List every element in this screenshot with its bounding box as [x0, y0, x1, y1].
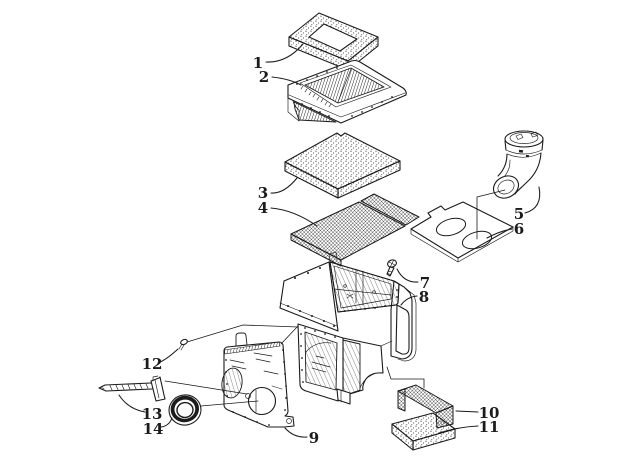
callout-13: 13 [142, 405, 163, 423]
part-14-rubber-grommet [168, 394, 202, 426]
assembly-lines [164, 189, 506, 407]
leader-line-13 [118, 394, 146, 413]
part-2-air-box-cover [287, 59, 407, 124]
leader-line-9 [284, 427, 308, 438]
cover-rivets [296, 67, 393, 117]
leader-line-7 [396, 268, 419, 283]
callout-10: 10 [479, 404, 500, 422]
part-12-mounting-screw [178, 338, 188, 351]
callout-2: 2 [259, 68, 269, 86]
leader-line-5 [524, 186, 541, 214]
part-7-screw [386, 259, 397, 277]
callout-1: 1 [253, 54, 263, 72]
leader-line-11 [438, 425, 479, 434]
part-5-air-intake-boot [492, 130, 544, 199]
callout-7: 7 [420, 274, 430, 292]
line-body-to-screen [386, 366, 425, 389]
callouts: 1 2 3 4 5 6 7 8 9 10 11 12 13 14 [142, 54, 525, 447]
leader-line-10 [455, 410, 479, 413]
leader-line-6 [486, 228, 513, 239]
callout-6: 6 [514, 220, 524, 238]
line-cover-to-body [280, 325, 299, 345]
part-1-foam-seal-ring [288, 12, 379, 71]
leader-line-14 [160, 417, 173, 428]
leader-line-8 [400, 295, 418, 306]
part-11-outlet-foam [391, 412, 456, 451]
leader-line-2 [271, 76, 302, 86]
callout-12: 12 [142, 355, 163, 373]
part-4-filter-screen [290, 193, 420, 267]
rim-rivets [344, 289, 398, 312]
callout-3: 3 [258, 184, 268, 202]
callout-11: 11 [479, 418, 500, 436]
line-screw12-to-body [186, 324, 299, 343]
leader-line-4 [270, 207, 318, 227]
line-grommet-to-cover [200, 400, 259, 407]
part-9-front-cover [221, 332, 295, 428]
leader-line-12 [157, 348, 179, 364]
part-13-bracket-strap [98, 375, 166, 402]
cover-seal-ticks [300, 85, 332, 108]
cover9-rivets [225, 349, 287, 426]
callout-9: 9 [309, 429, 319, 447]
callout-8: 8 [419, 288, 429, 306]
callout-14: 14 [143, 420, 164, 438]
part-6-intake-plate [410, 201, 514, 263]
callout-5: 5 [514, 205, 524, 223]
leader-lines [118, 43, 541, 438]
leader-line-1 [265, 43, 304, 63]
strap-hatch [100, 383, 149, 391]
leader-line-3 [270, 177, 298, 194]
line-boot-to-plate [476, 189, 506, 240]
cover-ridges [229, 352, 283, 390]
bib-rivets [287, 267, 335, 327]
part-8-air-silencer-body [279, 251, 417, 405]
part-3-foam-filter [284, 132, 401, 199]
callout-4: 4 [258, 199, 268, 217]
line-strap-to-cover [164, 380, 248, 395]
panel-rivets [300, 327, 336, 383]
